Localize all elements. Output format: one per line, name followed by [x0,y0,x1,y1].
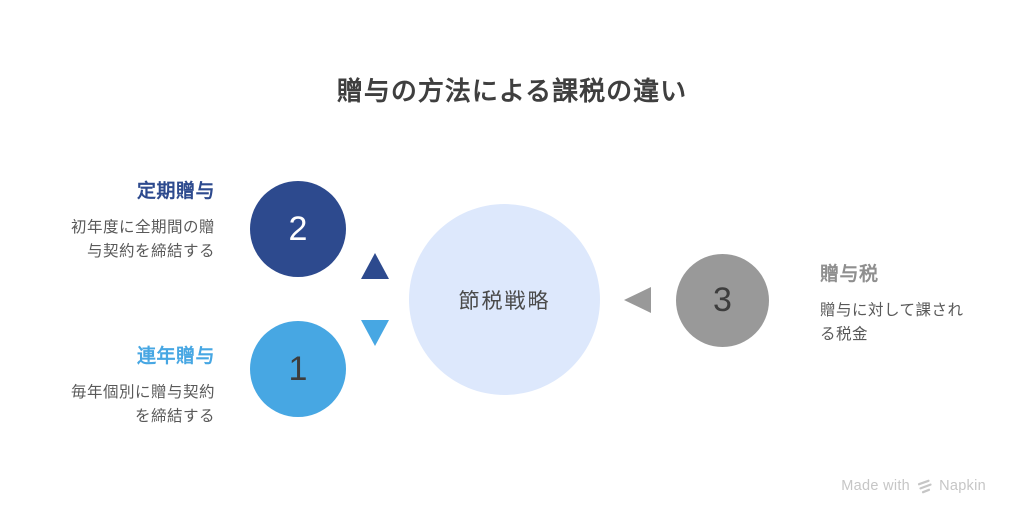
napkin-logo-icon [916,479,933,494]
step-circle-3: 3 [676,254,769,347]
rennen-zoyo-description: 毎年個別に贈与契約 を締結する [70,384,215,426]
center-circle: 節税戦略 [409,204,600,395]
step-circle-2: 2 [250,181,346,277]
rennen-zoyo-label: 連年贈与 [136,346,215,367]
napkin-brand-text: Napkin [939,478,986,494]
label-block-teiki-zoyo: 定期贈与 初年度に全期間の贈 与契約を締結する [30,176,215,264]
label-block-zoyozei: 贈与税 贈与に対して課され る税金 [820,259,1010,347]
teiki-zoyo-label: 定期贈与 [136,181,215,202]
step-number-1: 1 [288,349,308,388]
label-block-rennen-zoyo: 連年贈与 毎年個別に贈与契約 を締結する [30,341,215,429]
diagram-title: 贈与の方法による課税の違い [336,76,688,106]
center-circle-label: 節税戦略 [458,289,551,313]
up-triangle-icon [361,253,389,279]
step-number-2: 2 [288,209,308,248]
teiki-zoyo-description: 初年度に全期間の贈 与契約を締結する [70,219,215,261]
made-with-napkin-watermark: Made with Napkin [841,478,986,494]
made-with-text: Made with [841,478,911,494]
step-number-3: 3 [713,281,732,319]
left-triangle-icon [624,287,651,313]
zoyozei-label: 贈与税 [820,264,879,285]
zoyozei-description: 贈与に対して課され る税金 [820,302,964,344]
step-circle-1: 1 [250,321,346,417]
down-triangle-icon [361,320,389,346]
